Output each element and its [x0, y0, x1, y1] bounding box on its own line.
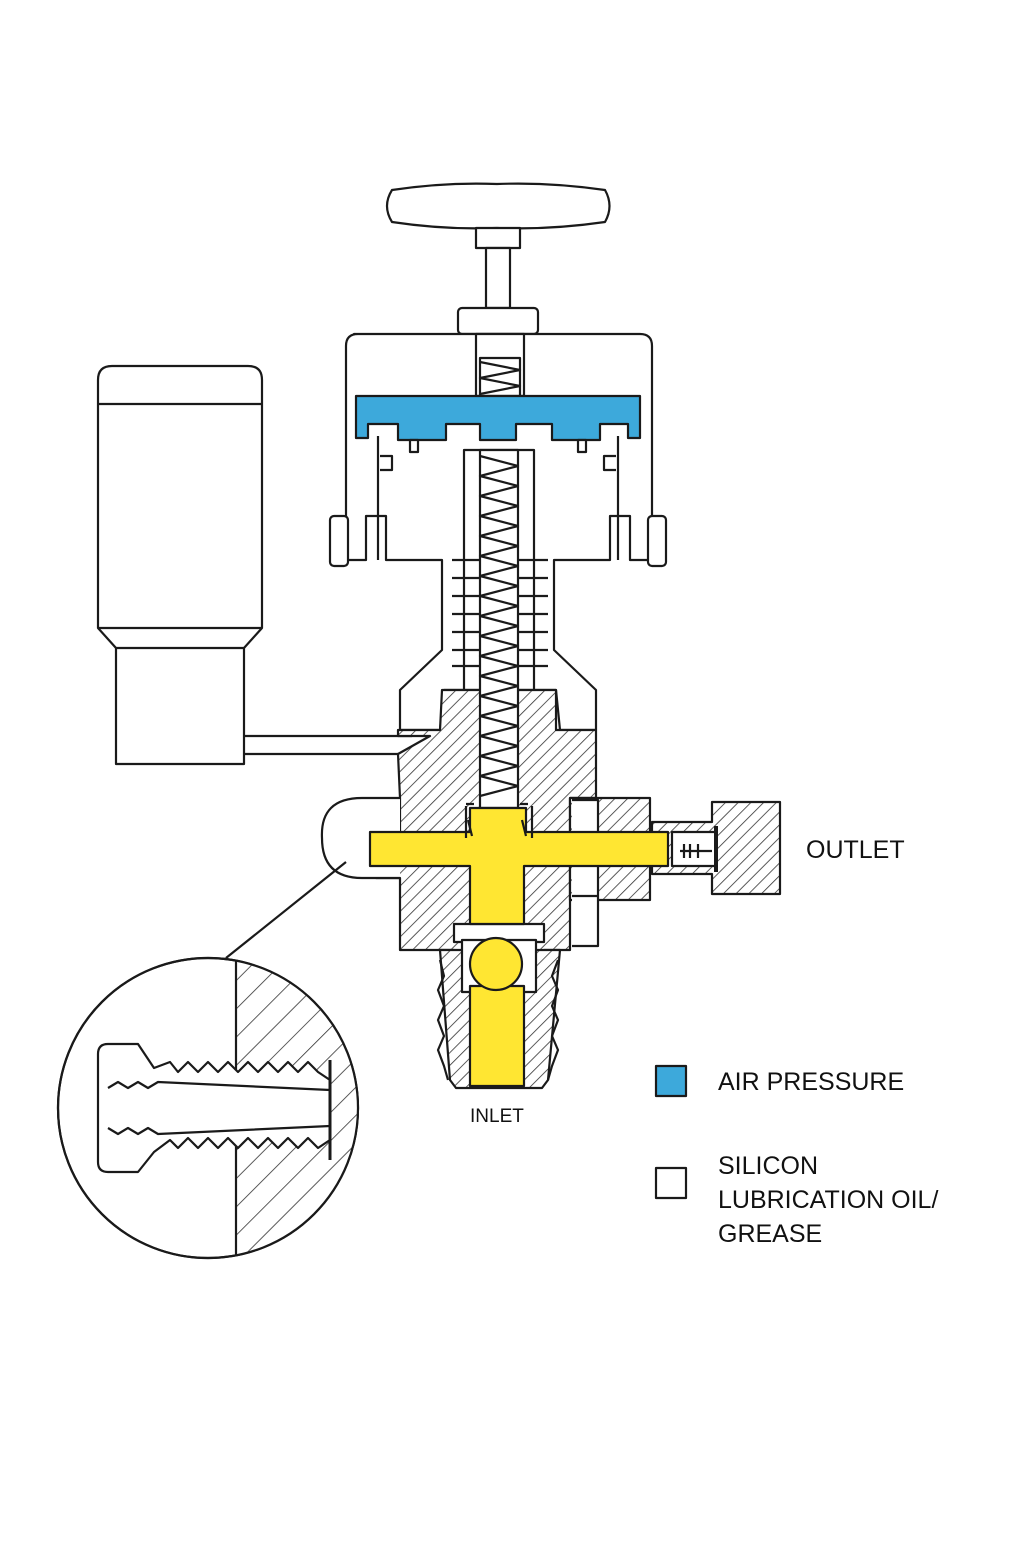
pressure-gauge: [96, 364, 412, 766]
legend-lubrication-label-line3: GREASE: [718, 1220, 822, 1248]
t-handle: [385, 182, 611, 336]
flow-path: [368, 802, 670, 1088]
legend-swatch-lubrication: [654, 1166, 688, 1200]
legend-swatch-air-pressure: [654, 1064, 688, 1098]
valve-body: [320, 688, 782, 1090]
adjusting-spring: [478, 448, 520, 810]
diaphragm: [354, 394, 642, 454]
legend-lubrication-label-line2: LUBRICATION OIL/: [718, 1186, 938, 1214]
legend-lubrication-label-line1: SILICON: [718, 1152, 818, 1180]
outlet-label: OUTLET: [806, 836, 905, 864]
inlet-label: INLET: [470, 1106, 524, 1127]
detail-leader-line: [225, 861, 347, 959]
detail-view: [56, 956, 360, 1260]
bonnet-spring: [478, 356, 522, 398]
legend-air-pressure-label: AIR PRESSURE: [718, 1068, 904, 1096]
